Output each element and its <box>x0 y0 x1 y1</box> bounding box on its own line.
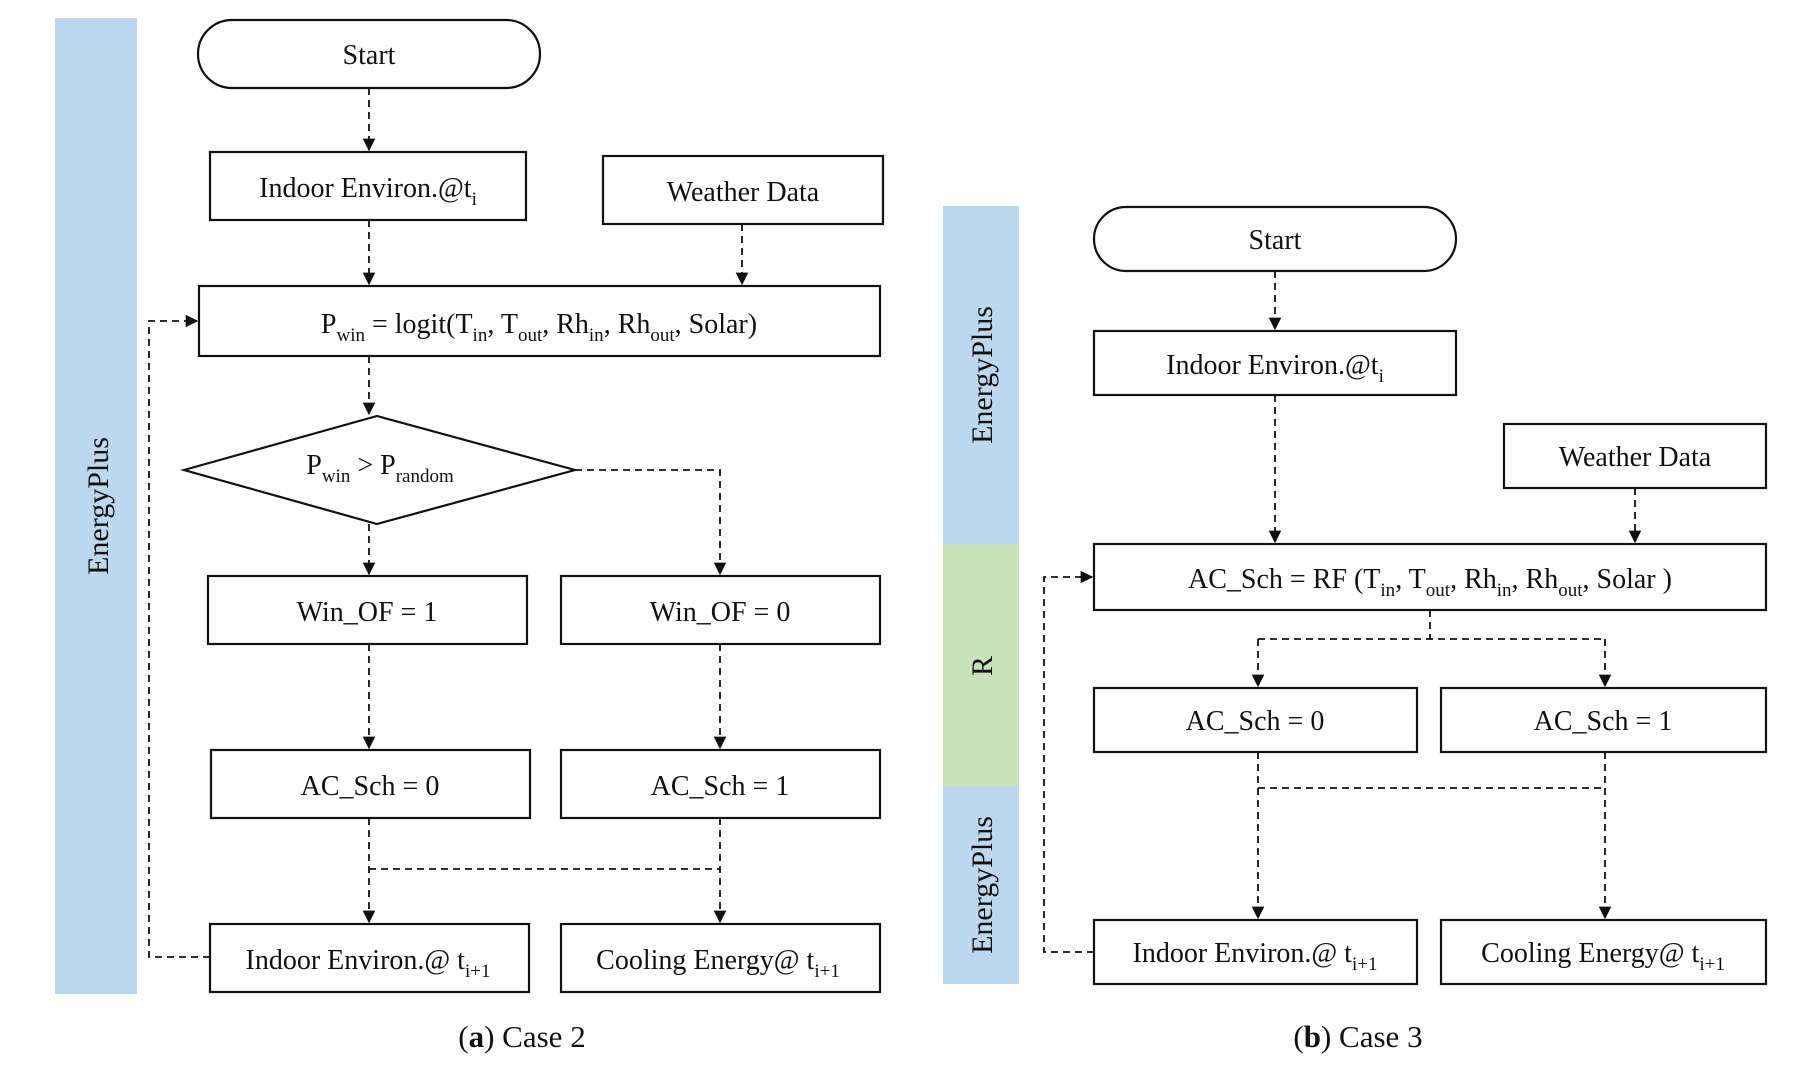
case2-ac-sch-1-label: AC_Sch = 1 <box>651 771 790 802</box>
case3-connectors <box>1043 271 1642 953</box>
case3-indoor-ti-label: Indoor Environ.@ti <box>1166 350 1384 387</box>
case3-energyplus-bottom-label: EnergyPlus <box>966 816 999 954</box>
case3-cooling-ti1-label: Cooling Energy@ ti+1 <box>1481 938 1725 975</box>
case3-indoor-ti1-box <box>1092 918 1419 986</box>
case3-ac-sch-0-label: AC_Sch = 0 <box>1186 706 1325 737</box>
case3-weather-label: Weather Data <box>1559 442 1712 473</box>
case3-indoor-ti1-label: Indoor Environ.@ ti+1 <box>1133 938 1378 975</box>
case3-indoor-ti-box <box>1092 329 1458 397</box>
case3-feedback-loop <box>1043 570 1094 953</box>
case2-indoor-ti-box <box>208 150 528 222</box>
case2-start-label: Start <box>343 40 396 71</box>
case2-win-of-1-box <box>206 574 529 646</box>
case3-r-band <box>943 544 1019 786</box>
case2-win-of-0-box <box>559 574 882 646</box>
case3-ac-sch-0-box <box>1092 686 1419 754</box>
case2-win-of-1-label: Win_OF = 1 <box>297 597 438 628</box>
case3-panel: EnergyPlus R EnergyPlus Start Indoor Env… <box>943 205 1768 1054</box>
case3-rf-box <box>1092 542 1768 612</box>
case2-ac-sch-0-box <box>209 748 532 820</box>
case3-start-label: Start <box>1249 225 1302 256</box>
case2-logit-label: Pwin = logit(Tin, Tout, Rhin, Rhout, Sol… <box>321 309 757 346</box>
case3-energyplus-band-bottom <box>943 786 1019 984</box>
case2-indoor-ti1-label: Indoor Environ.@ ti+1 <box>246 945 491 982</box>
case2-cooling-ti1-label: Cooling Energy@ ti+1 <box>596 945 840 982</box>
case2-energyplus-band <box>55 18 137 994</box>
case2-feedback-loop <box>148 314 210 958</box>
case2-indoor-ti1-box <box>208 922 531 994</box>
case3-ac-sch-1-box <box>1439 686 1768 754</box>
case2-caption: (a) Case 2 <box>458 1019 585 1054</box>
case3-energyplus-band-top <box>943 206 1019 544</box>
case2-cooling-ti1-box <box>559 922 882 994</box>
case2-logit-box <box>197 284 882 358</box>
case2-panel: EnergyPlus Start Indoor Environ.@ti Weat… <box>55 18 885 1054</box>
case3-caption: (b) Case 3 <box>1293 1019 1422 1054</box>
case2-weather-box <box>601 154 885 226</box>
case3-rf-label: AC_Sch = RF (Tin, Tout, Rhin, Rhout, Sol… <box>1188 564 1672 601</box>
case2-energyplus-label: EnergyPlus <box>82 437 115 575</box>
case2-connectors <box>148 88 749 958</box>
case3-r-label: R <box>966 656 999 676</box>
case2-indoor-ti-label: Indoor Environ.@ti <box>259 173 477 210</box>
case3-energyplus-top-label: EnergyPlus <box>966 306 999 444</box>
case2-weather-label: Weather Data <box>667 177 820 208</box>
case3-cooling-ti1-box <box>1439 918 1768 986</box>
case3-weather-box <box>1502 422 1768 490</box>
case3-ac-sch-1-label: AC_Sch = 1 <box>1534 706 1673 737</box>
case2-ac-sch-0-label: AC_Sch = 0 <box>301 771 440 802</box>
case2-arrow-decision-no <box>575 469 727 576</box>
case2-win-of-0-label: Win_OF = 0 <box>650 597 791 628</box>
case2-decision-label: Pwin > Prandom <box>306 450 454 487</box>
